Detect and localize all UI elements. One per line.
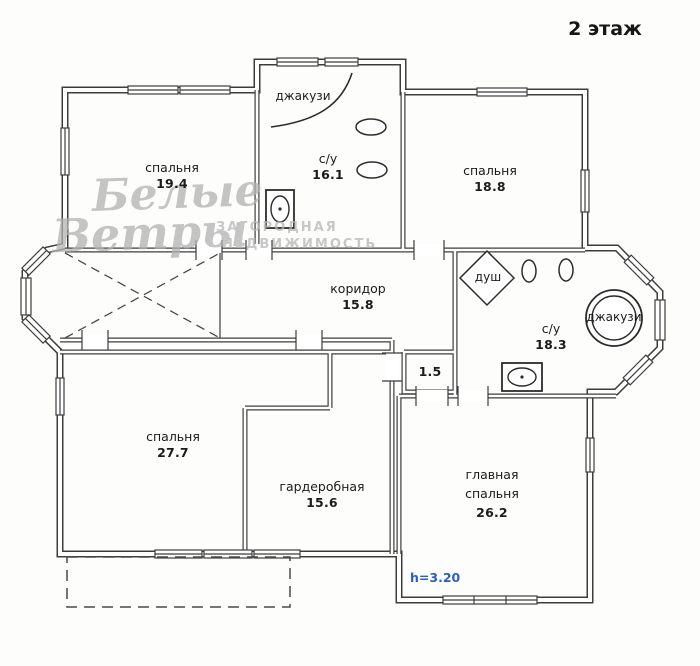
room-area: 26.2	[476, 504, 508, 520]
room-area: 15.8	[342, 297, 374, 312]
floor-title: 2 этаж	[568, 18, 642, 40]
bathroom2-fixtures	[458, 249, 643, 392]
room-label-wardrobe: гардеробная 15.6	[279, 479, 364, 512]
room-area: 15.6	[306, 495, 338, 510]
room-area: 18.3	[535, 337, 567, 352]
room-name: с/у	[318, 150, 338, 166]
room-label-bedroom3: спальня 27.7	[146, 429, 200, 462]
room-area: 27.7	[157, 445, 189, 460]
shower-symbol	[458, 249, 516, 307]
room-label-bath1: с/у 16.1	[312, 151, 344, 184]
room-name: спальня	[463, 162, 517, 178]
ceiling-height-note: h=3.20	[410, 570, 461, 585]
room-name: гардеробная	[279, 478, 365, 494]
door-openings	[81, 240, 489, 406]
shower-label: душ	[474, 270, 502, 284]
room-label-master: главная спальня 26.2	[444, 466, 540, 522]
windows	[20, 57, 666, 605]
sink-symbol	[558, 258, 574, 282]
room-name: главная спальня	[465, 466, 519, 501]
room-label-closet: 1.5	[419, 364, 442, 380]
room-name: спальня	[145, 159, 199, 175]
round-jacuzzi-label: джакузи	[586, 310, 642, 324]
toilet-symbol	[501, 362, 543, 392]
room-name: с/у	[541, 320, 561, 336]
room-area: 19.4	[156, 176, 188, 191]
room-area: 16.1	[312, 167, 344, 182]
round-jacuzzi-symbol	[585, 289, 643, 347]
terrace-outline	[66, 556, 291, 608]
corner-jacuzzi-symbol	[270, 72, 353, 128]
sink-symbol	[356, 161, 388, 179]
bathroom1-fixtures	[265, 72, 388, 229]
corner-jacuzzi-label: джакузи	[275, 89, 331, 103]
sink-symbol	[355, 118, 387, 136]
room-label-corridor: коридор 15.8	[330, 281, 385, 314]
room-label-bedroom2: спальня 18.8	[463, 163, 517, 196]
room-name: коридор	[330, 280, 386, 296]
room-area: 18.8	[474, 179, 506, 194]
toilet-symbol	[265, 189, 295, 229]
partition-walls	[60, 90, 616, 554]
sink-symbol	[521, 259, 537, 283]
void-cross	[64, 252, 221, 339]
room-label-bath2: с/у 18.3	[535, 321, 567, 354]
room-label-bedroom1: спальня 19.4	[145, 160, 199, 193]
room-area: 1.5	[418, 363, 442, 379]
room-name: спальня	[146, 428, 200, 444]
